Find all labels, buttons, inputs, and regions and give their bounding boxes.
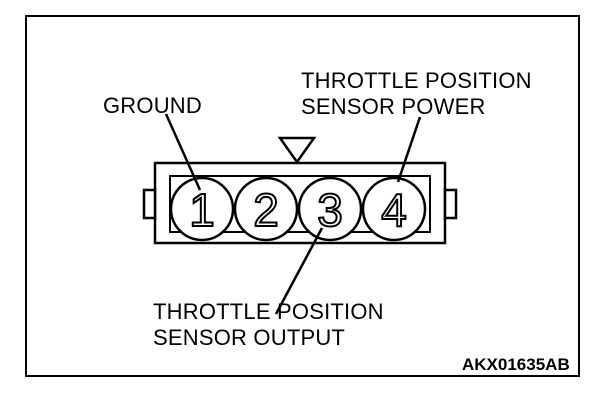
polarity-triangle-icon (277, 136, 317, 165)
tps-output-label-line1: THROTTLE POSITION (153, 299, 384, 324)
tps-output-label-line2: SENSOR OUTPUT (153, 325, 346, 350)
tps-power-leader-line (396, 116, 422, 183)
pin-2-circle (233, 176, 299, 242)
ground-leader-line (164, 113, 202, 191)
pin-1-number: 1 (189, 184, 215, 236)
left-latch (142, 188, 157, 220)
right-latch (443, 188, 458, 220)
pin-2-number: 2 (253, 184, 279, 236)
pin-4-number: 4 (381, 184, 407, 236)
figure-code: AKX01635AB (462, 355, 570, 374)
tps-output-leader-line (274, 227, 324, 315)
ground-label: GROUND (103, 93, 202, 118)
pin-3-circle (297, 176, 363, 242)
tps-power-label-line2: SENSOR POWER (301, 94, 486, 119)
tps-power-label-line1: THROTTLE POSITION (301, 68, 532, 93)
pin-3-number: 3 (317, 184, 343, 236)
pin-4-circle (361, 176, 427, 242)
pin-1-circle (169, 176, 235, 242)
